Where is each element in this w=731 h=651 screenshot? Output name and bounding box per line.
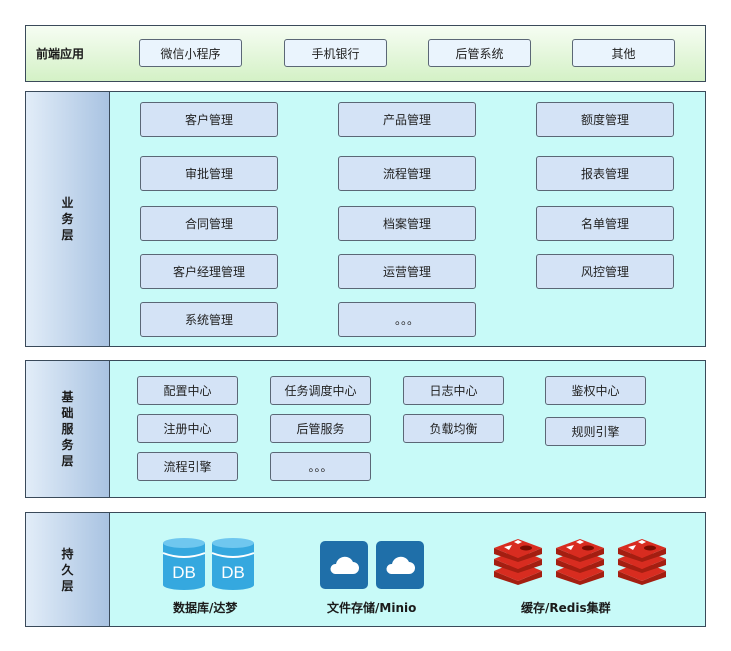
database-icon: DB DB (162, 538, 255, 590)
basic-service: 后管服务 (270, 414, 371, 443)
basic-service: 配置中心 (137, 376, 238, 405)
frontend-item: 手机银行 (284, 39, 387, 67)
basic-service: 注册中心 (137, 414, 238, 443)
db-label-2: DB (221, 563, 245, 582)
file-storage-caption: 文件存储/Minio (327, 601, 417, 615)
business-module: 名单管理 (536, 206, 674, 241)
business-layer-label-text: 业务层 (61, 196, 74, 242)
basic-service: 任务调度中心 (270, 376, 371, 405)
persistence-layer-label-text: 持久层 (61, 546, 74, 593)
frontend-item: 微信小程序 (139, 39, 242, 67)
basic-service-layer: 基础服务层 配置中心 任务调度中心 日志中心 鉴权中心 注册中心 后管服务 负载… (25, 360, 706, 498)
business-module: 合同管理 (140, 206, 278, 241)
business-layer-label: 业务层 (26, 92, 110, 346)
cloud-storage-icon (320, 541, 424, 589)
basic-service-ellipsis: 。。。 (270, 452, 371, 481)
basic-service-layer-label: 基础服务层 (26, 361, 110, 497)
basic-service: 日志中心 (403, 376, 504, 405)
business-module: 运营管理 (338, 254, 476, 289)
business-module: 客户经理管理 (140, 254, 278, 289)
basic-service-layer-label-text: 基础服务层 (61, 390, 74, 468)
business-module: 客户管理 (140, 102, 278, 137)
db-label-1: DB (172, 563, 196, 582)
business-module: 额度管理 (536, 102, 674, 137)
persistence-layer-label: 持久层 (26, 513, 110, 626)
basic-service: 规则引擎 (545, 417, 646, 446)
business-module: 报表管理 (536, 156, 674, 191)
business-layer: 业务层 客户管理 产品管理 额度管理 审批管理 流程管理 报表管理 合同管理 档… (25, 91, 706, 347)
database-caption: 数据库/达梦 (173, 601, 238, 615)
frontend-item: 其他 (572, 39, 675, 67)
business-module: 审批管理 (140, 156, 278, 191)
persistence-layer: 持久层 DB DB 数据库/达梦 文件存储/Minio (25, 512, 706, 627)
business-module: 流程管理 (338, 156, 476, 191)
business-module: 系统管理 (140, 302, 278, 337)
basic-service: 鉴权中心 (545, 376, 646, 405)
redis-icon (494, 539, 666, 585)
business-module: 风控管理 (536, 254, 674, 289)
cache-caption: 缓存/Redis集群 (521, 601, 611, 615)
frontend-item: 后管系统 (428, 39, 531, 67)
frontend-layer: 前端应用 微信小程序 手机银行 后管系统 其他 (25, 25, 706, 82)
frontend-layer-label: 前端应用 (36, 46, 85, 61)
basic-service: 负载均衡 (403, 414, 504, 443)
business-module-ellipsis: 。。。 (338, 302, 476, 337)
business-module: 档案管理 (338, 206, 476, 241)
business-module: 产品管理 (338, 102, 476, 137)
basic-service: 流程引擎 (137, 452, 238, 481)
